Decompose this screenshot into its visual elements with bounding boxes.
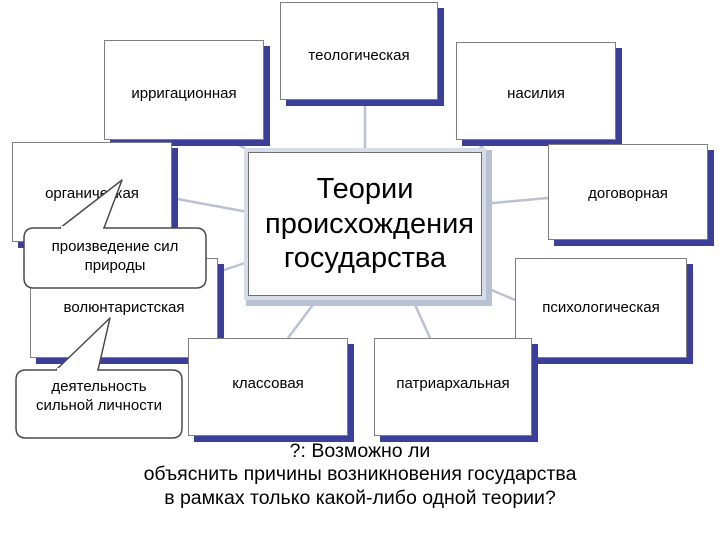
node-class: классовая [188,338,348,436]
node-psychological-label: психологическая [542,299,660,316]
node-patriarchal-label: патриархальная [396,375,510,392]
node-violence-label: насилия [507,85,565,102]
question-text: ?: Возможно ли объяснить причины возникн… [40,440,680,510]
node-voluntarist-label: волюнтаристская [63,299,185,316]
node-violence: насилия [456,42,616,140]
question-line-1: ?: Возможно ли [289,440,431,462]
callout-organic-label: произведение сил природы [51,238,179,274]
connector-contractual [481,196,549,206]
node-theological: теологическая [280,2,438,100]
callout-voluntarist-label: деятельность сильной личности [36,378,162,414]
connector-organic [171,196,249,214]
node-patriarchal: патриархальная [374,338,532,436]
callout-organic-text: произведение сил природы [30,238,200,276]
question-line-3: в рамках только какой-либо одной теории? [164,486,556,509]
node-theological-label: теологическая [308,47,410,64]
connector-class [287,297,319,339]
question-line-2: объяснить причины возникновения государс… [143,463,577,486]
connector-patriarchal [410,297,432,339]
node-psychological: психологическая [515,258,687,358]
center-node: Теории происхождения государства [248,152,482,296]
center-title: Теории происхождения государства [265,172,475,275]
node-contractual-label: договорная [588,185,668,202]
connector-voluntarist [217,260,249,274]
node-irrigation: ирригационная [104,40,264,140]
callout-voluntarist-text: деятельность сильной личности [24,378,174,416]
node-contractual: договорная [548,144,708,240]
node-class-label: классовая [232,375,304,392]
node-irrigation-label: ирригационная [131,85,237,102]
connector-psychological [481,284,516,302]
